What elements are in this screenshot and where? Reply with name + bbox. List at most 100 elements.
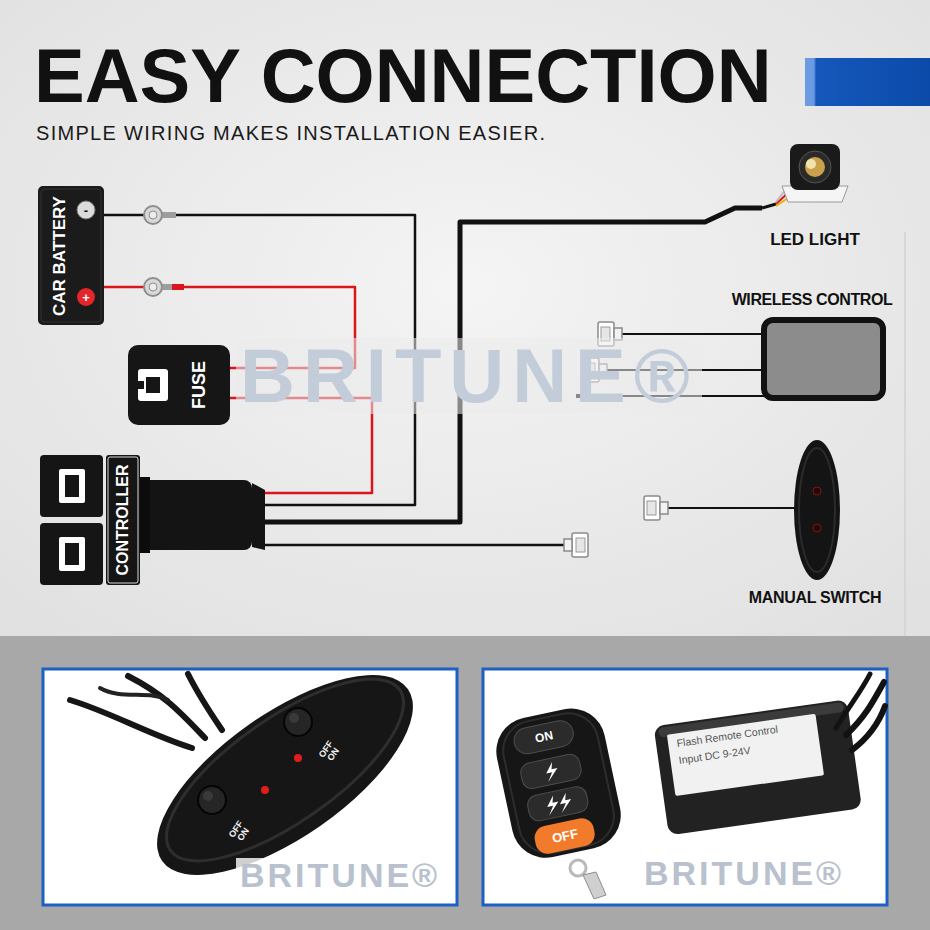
key-ring	[570, 860, 586, 876]
ring-terminal	[144, 206, 176, 224]
label-plate	[106, 455, 140, 585]
terminal-hole	[149, 211, 157, 219]
cable	[100, 688, 168, 700]
fob-body	[490, 702, 627, 864]
negative-terminal	[77, 201, 95, 219]
fuse-label: FUSE	[190, 361, 210, 409]
lamp-lens	[806, 159, 816, 169]
accent-bar	[805, 58, 930, 106]
ring-terminal	[144, 278, 184, 296]
controller-box-outline	[40, 455, 265, 585]
polarity-mark: +	[82, 291, 90, 304]
wireless-control: WIRELESS CONTROL	[730, 288, 895, 402]
relay-block	[40, 455, 103, 517]
part-label: WIRELESS CONTROL	[732, 291, 893, 309]
relay-icon	[65, 543, 79, 565]
indicator-led	[294, 754, 302, 762]
button-text: OFF	[551, 827, 579, 845]
bottom-band	[0, 636, 930, 930]
receiver-body	[654, 699, 862, 835]
fob-button	[519, 753, 583, 791]
terminal-sleeve	[172, 284, 184, 290]
controller-label: CONTROLLER	[114, 464, 132, 575]
switch-marking: OFF ON	[226, 817, 254, 846]
terminal-hole	[149, 283, 157, 291]
controller-housing	[140, 480, 252, 550]
housing-collar	[140, 477, 150, 553]
wire-plug	[644, 496, 668, 520]
switch-body	[127, 638, 444, 912]
switch-button	[813, 487, 821, 495]
polarity-mark: -	[84, 204, 88, 217]
part-label: MANUAL SWITCH	[749, 589, 882, 607]
fob-button	[512, 718, 576, 756]
battery-box-outline	[38, 186, 104, 325]
terminal-ring	[144, 206, 162, 224]
flash-icon	[544, 761, 560, 782]
switch-body	[794, 440, 840, 580]
terminal-ring	[144, 278, 162, 296]
fob-button	[532, 816, 597, 856]
lamp-body	[790, 144, 840, 190]
receiver-box	[654, 699, 862, 835]
button-text: ON	[534, 729, 554, 744]
positive-terminal	[77, 288, 95, 306]
switch-wire	[668, 507, 797, 509]
relay-icon	[65, 475, 79, 497]
cable	[852, 706, 885, 750]
photo-panel	[483, 669, 887, 905]
cable	[846, 682, 884, 735]
fuse-box: FUSE	[128, 345, 230, 425]
cable-gland	[252, 483, 265, 550]
caption: SIMPLE WIRING MAKES INSTALLATION EASIER.	[36, 121, 546, 145]
key-clasp	[583, 872, 606, 899]
indicator-led	[261, 786, 269, 794]
watermark: BRITUNE®	[640, 856, 848, 890]
battery-body	[38, 186, 104, 325]
cable	[70, 700, 192, 748]
wire-plug	[564, 533, 588, 557]
relay-block	[40, 523, 103, 585]
cable	[836, 674, 870, 728]
receiver-box	[764, 320, 883, 398]
battery-rim	[41, 189, 101, 322]
divider-line	[904, 232, 906, 636]
receiver-sticker	[667, 714, 824, 796]
button-highlight	[203, 791, 213, 801]
fuse-icon	[138, 381, 144, 389]
fob-button	[526, 785, 590, 823]
button-highlight	[289, 713, 299, 723]
fuse-icon	[138, 369, 168, 401]
remote-photo	[490, 674, 885, 899]
cable	[188, 674, 222, 730]
lamp-lens	[799, 151, 831, 183]
switch-button	[198, 786, 226, 814]
fob-rim	[498, 708, 620, 859]
watermark: BRITUNE®	[236, 338, 702, 414]
sticker-text: Input DC 9-24V	[678, 745, 751, 765]
title: EASY CONNECTION	[34, 38, 772, 114]
fuse-box-outline	[128, 345, 230, 425]
switch-rim	[140, 647, 429, 893]
switch-photo	[70, 638, 443, 912]
battery-label: CAR BATTERY	[51, 196, 70, 316]
lamp-lens	[805, 157, 825, 177]
fuse-body	[128, 345, 230, 425]
led-light: LED LIGHT	[762, 140, 868, 252]
manual-switch: MANUAL SWITCH	[735, 436, 895, 612]
lamp-lead	[762, 204, 776, 208]
fuse-icon	[146, 377, 160, 393]
remote-fob	[490, 702, 627, 864]
flash-icon	[545, 795, 561, 816]
relay-icon	[59, 537, 85, 571]
flash-icon	[558, 792, 574, 813]
spare-wire	[265, 544, 566, 547]
top-ground	[0, 0, 930, 636]
controller-box: CONTROLLER	[40, 455, 265, 585]
manual-switch-outline	[735, 436, 895, 612]
remote-wire	[622, 333, 765, 335]
switch-rim	[799, 448, 835, 572]
sticker-text: Flash Remote Control	[676, 724, 779, 749]
